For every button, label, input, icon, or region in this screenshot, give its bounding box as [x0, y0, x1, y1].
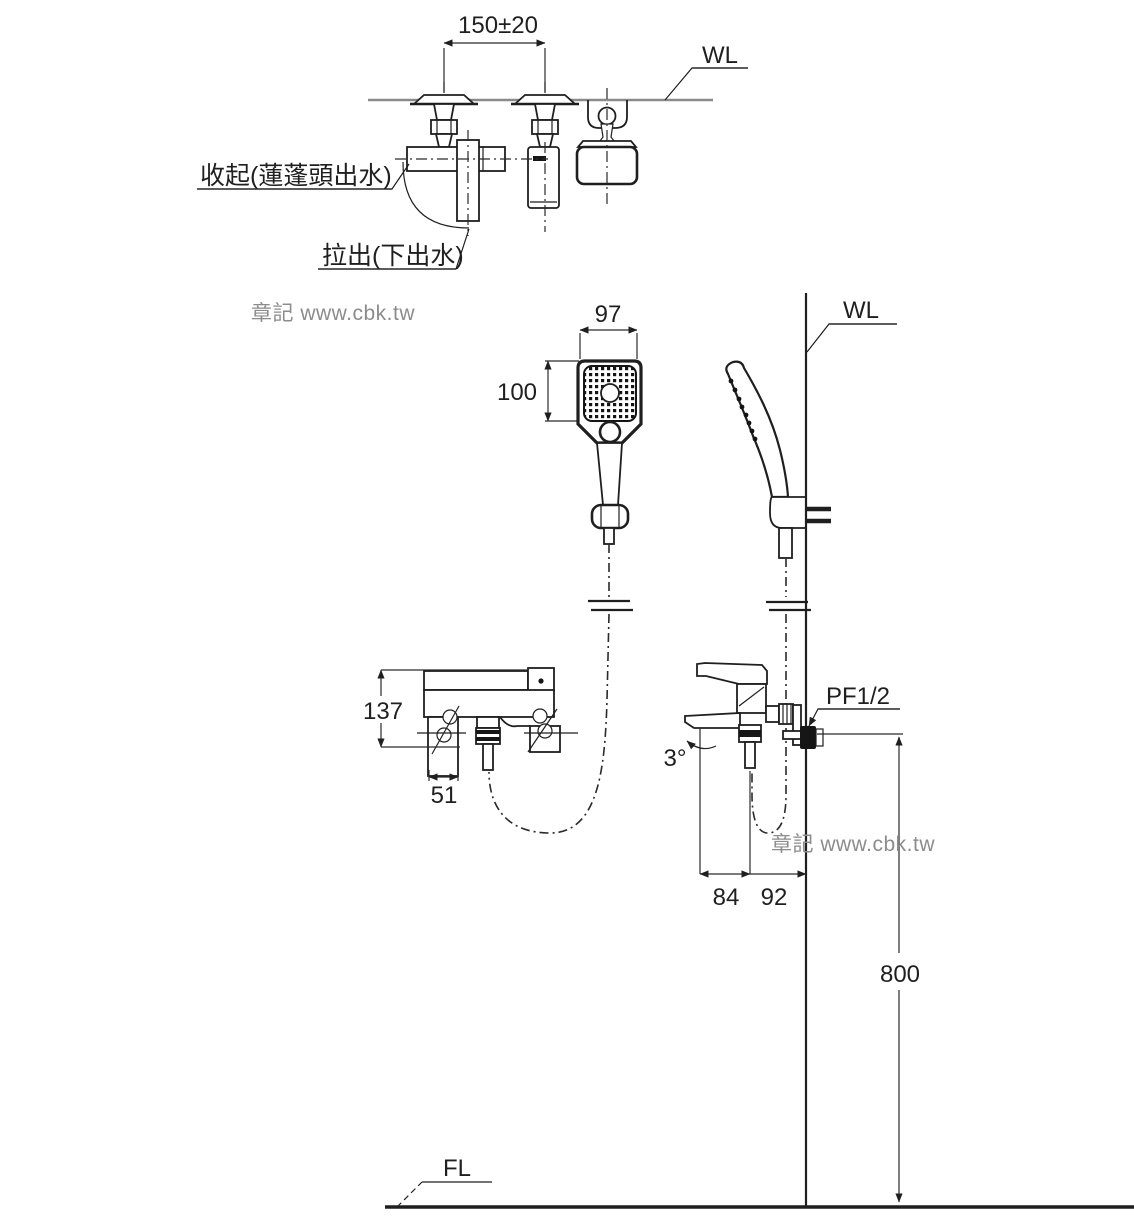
dim-shank-width-label: 51: [431, 782, 458, 809]
dim-body-height-label: 137: [363, 698, 403, 725]
faucet-center-outlet: [475, 716, 501, 771]
hose-front-lower: [488, 613, 610, 834]
shower-head-hole: [598, 420, 622, 444]
shower-face-center: [600, 383, 620, 403]
floor-line-label: FL: [443, 1155, 471, 1182]
outlet-pipe-side: [744, 741, 756, 769]
wall-bracket-side: [769, 496, 807, 529]
dim-spout-offset-label: 84: [713, 884, 740, 911]
dim-outlet-offset-label: 92: [761, 884, 788, 911]
stow-mode-label: 收起(蓮蓬頭出水): [200, 162, 392, 190]
dim-install-height-label: 800: [880, 961, 920, 988]
outlet-nut-band: [739, 730, 761, 737]
pf-leader: [808, 708, 900, 727]
dim-head-face-height-label: 100: [497, 379, 537, 406]
lever-handle-side: [696, 662, 768, 685]
left-inlet-shank: [410, 82, 478, 152]
wall-coupling: [765, 703, 824, 749]
faucet-side-view: [684, 662, 903, 1203]
faucet-front-view: [361, 667, 578, 781]
wall-line-top-leader: [664, 67, 748, 101]
wall-line-right-label: WL: [843, 297, 879, 324]
floor-label-leader: [396, 1181, 423, 1208]
handshower-front-view: [488, 326, 643, 834]
dim-spout-tilt-label: 3°: [664, 745, 687, 772]
pull-mode-label: 拉出(下出水): [322, 242, 464, 270]
watermark-bottom: 章記 www.cbk.tw: [771, 833, 935, 856]
shower-hose-stub-side: [778, 527, 793, 559]
dim-head-width-label: 97: [595, 301, 622, 328]
pullout-spout-plan: [395, 130, 548, 236]
shower-handle-front: [596, 442, 623, 506]
dim-137-bg: [361, 696, 405, 723]
faucet-right-valve: [499, 708, 578, 753]
shower-head-side-outline: [725, 360, 790, 499]
right-inlet-shank: [511, 82, 579, 148]
shower-hose-stub-front: [603, 527, 615, 545]
wall-line-right-leader: [806, 323, 897, 353]
handle-dot: [538, 678, 544, 684]
valve-body-diagonal: [738, 686, 765, 707]
handshower-side-view: [725, 360, 831, 834]
hose-side-lower: [751, 614, 787, 834]
watermark-top: 章記 www.cbk.tw: [251, 302, 415, 325]
dim-inlet-spacing-label: 150±20: [458, 12, 538, 39]
handshower-holder-plan: [575, 88, 639, 206]
spout-side: [684, 712, 741, 729]
faucet-top-bar: [423, 670, 529, 691]
top-view-faucet-plan: [197, 39, 748, 270]
spout-swing-arc: [402, 161, 470, 229]
tilt-arc: [686, 740, 717, 750]
shower-face-dots-side: [728, 378, 758, 442]
diverter-cylinder: [527, 142, 560, 232]
shower-hose-nut-front: [590, 503, 630, 530]
thread-spec-label: PF1/2: [826, 683, 890, 710]
wall-line-top-label: WL: [702, 42, 738, 69]
